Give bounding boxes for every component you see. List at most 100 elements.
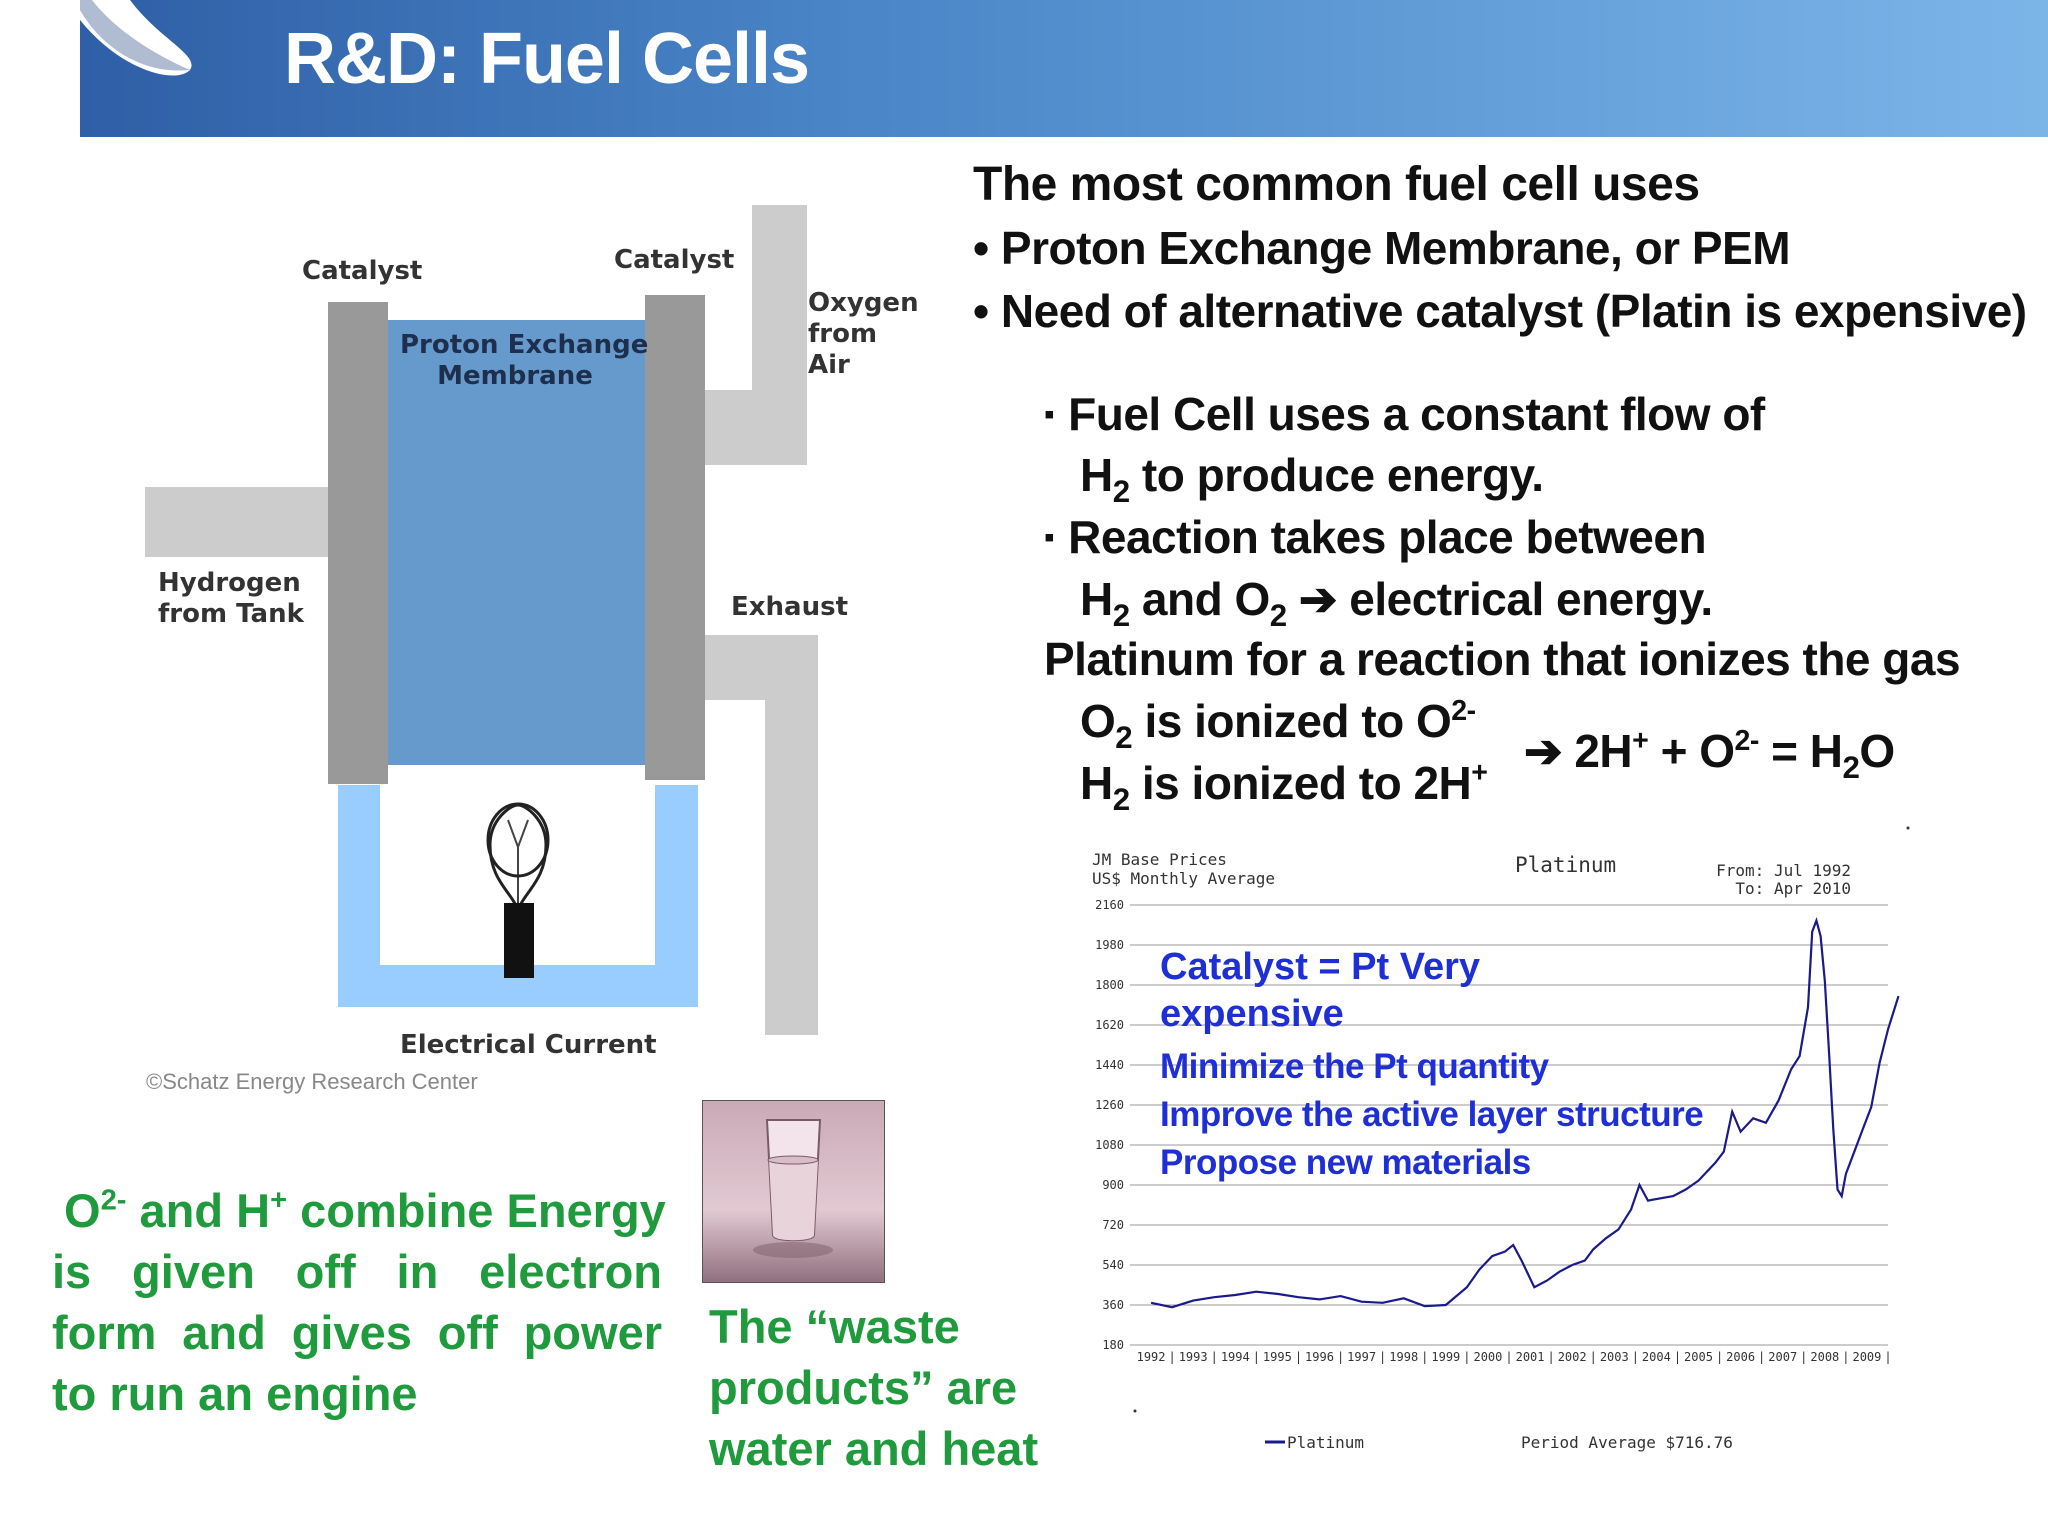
equals-h-text: = H [1758,725,1843,777]
series-line-platinum [1150,917,1900,1309]
hydrogen-pipe [145,487,335,557]
reaction-equation: ➔ 2H+ + O2- = H2O [1524,722,1895,783]
bullet-square-icon: ▪ [1044,398,1055,431]
oxygen-label-line3: Air [808,350,850,380]
o-symbol: O [1080,695,1116,747]
strategy-item: Propose new materials [1160,1143,1531,1182]
catalyst-strategy-list: Minimize the Pt quantity Improve the act… [1160,1043,1704,1187]
x-tick-label: 2000 [1473,1350,1502,1364]
catalyst-right [645,295,705,780]
catalyst-right-label: Catalyst [614,245,735,275]
ionized-text: is ionized to O [1132,695,1452,747]
o-subscript: 2 [1269,597,1287,633]
chart-title: Platinum [1515,853,1616,877]
y-tick-label: 900 [1102,1178,1124,1192]
strategy-item: Minimize the Pt quantity [1160,1047,1549,1086]
x-tick-separator: | [1211,1350,1218,1364]
oxygen-ionized-line: O2 is ionized to O2- [1080,692,1476,753]
copyright-text: Schatz Energy Research Center [162,1069,478,1094]
detail-bullet-2-text: Reaction takes place between [1068,511,1707,563]
x-tick-separator: | [1463,1350,1470,1364]
reaction-arrow-text: ➔ 2H [1524,725,1633,777]
y-tick-label: 720 [1102,1218,1124,1232]
o-charge: 2- [100,1184,127,1217]
y-tick-label: 1620 [1095,1018,1124,1032]
detail-bullet-1-text: Fuel Cell uses a constant flow of [1068,388,1765,440]
detail-bullet-2-cont: H2 and O2 ➔ electrical energy. [1080,570,1713,631]
y-tick-label: 1440 [1095,1058,1124,1072]
x-tick-separator: | [1632,1350,1639,1364]
x-tick-label: 1996 [1305,1350,1334,1364]
y-tick-label: 1980 [1095,938,1124,952]
x-tick-separator: | [1800,1350,1807,1364]
h-subscript: 2 [1112,781,1130,817]
catalyst-left [328,302,388,784]
x-tick-label: 1992 [1137,1350,1166,1364]
waste-note-line1: The “waste [709,1300,960,1353]
h-symbol: H [1080,449,1113,501]
and-h-text: and H [126,1184,271,1237]
y-tick-label: 1260 [1095,1098,1124,1112]
chart-range-to: To: Apr 2010 [1735,879,1851,898]
x-tick-label: 2006 [1726,1350,1755,1364]
y-tick-label: 360 [1102,1298,1124,1312]
x-tick-label: 1993 [1179,1350,1208,1364]
chart-range-from: From: Jul 1992 [1716,861,1851,880]
intro-bullet-2: • Need of alternative catalyst (Platin i… [973,285,2027,337]
y-tick-label: 180 [1102,1338,1124,1352]
o-charge: 2- [1734,724,1760,757]
oxygen-label: Oxygen from Air [808,288,919,381]
oxygen-label-line1: Oxygen [808,288,919,318]
x-tick-separator: | [1337,1350,1344,1364]
bullet-square-icon: ▪ [1044,521,1055,554]
chart-source-line1: JM Base Prices [1092,850,1227,869]
hydrogen-ionized-line: H2 is ionized to 2H+ [1080,754,1488,815]
chart-grid [1130,904,1888,1346]
proton-exchange-membrane [385,320,650,765]
x-tick-separator: | [1421,1350,1428,1364]
detail-bullet-1-cont: H2 to produce energy. [1080,446,1544,507]
x-tick-separator: | [1590,1350,1597,1364]
x-tick-separator: | [1295,1350,1302,1364]
oxygen-label-line2: from [808,319,878,349]
hydrogen-label-line2: from Tank [158,599,304,629]
hydrogen-label: Hydrogen from Tank [158,568,304,630]
x-tick-separator: | [1505,1350,1512,1364]
electrical-current-label: Electrical Current [400,1030,657,1060]
page-title: R&D: Fuel Cells [284,19,810,99]
chart-source-line2: US$ Monthly Average [1092,869,1275,888]
x-tick-label: 1994 [1221,1350,1250,1364]
water-o-text: O [1859,725,1895,777]
x-tick-separator: | [1379,1350,1386,1364]
catalyst-left-label: Catalyst [302,256,423,286]
copyright-note: ©Schatz Energy Research Center [146,1069,478,1095]
exhaust-label: Exhaust [731,592,848,622]
h-symbol: H [1080,757,1113,809]
combine-note-line1: O2- and H+ combine Energy [52,1180,666,1241]
x-tick-separator: | [1168,1350,1175,1364]
light-bulb-icon [486,802,550,978]
detail-bullet-2-rest: ➔ electrical energy. [1286,573,1713,625]
water-subscript: 2 [1842,749,1860,785]
waste-note-line3: water and heat [709,1422,1039,1475]
chart-x-ticks: 1992|1993|1994|1995|1996|1997|1998|1999|… [1137,1350,1892,1364]
h-subscript: 2 [1112,473,1130,509]
waste-note: The “waste products” are water and heat [709,1296,1038,1479]
detail-bullet-2: ▪ Reaction takes place between [1044,508,1707,567]
detail-bullet-1-rest: to produce energy. [1129,449,1544,501]
x-tick-separator: | [1674,1350,1681,1364]
intro-heading: The most common fuel cell uses [973,158,1700,211]
x-tick-label: 1995 [1263,1350,1292,1364]
platinum-price-chart: 1803605407209001080126014401620180019802… [1092,826,1910,1452]
y-tick-label: 540 [1102,1258,1124,1272]
x-tick-label: 2007 [1768,1350,1797,1364]
combine-note-rest: is given off in electron form and gives … [52,1245,662,1420]
x-tick-label: 2009 [1852,1350,1881,1364]
and-o-text: and O [1129,573,1270,625]
o-subscript: 2 [1115,719,1133,755]
water-glass-icon [702,1100,885,1283]
x-tick-separator: | [1547,1350,1554,1364]
h-subscript: 2 [1112,597,1130,633]
fuel-cell-diagram [145,205,818,1035]
circuit-wire [338,785,698,1007]
